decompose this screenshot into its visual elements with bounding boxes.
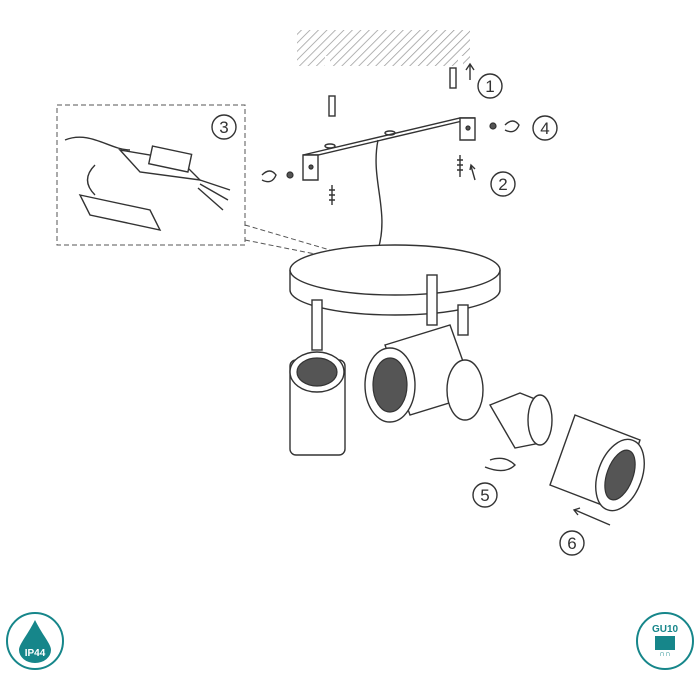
ip44-badge: IP44 [6, 612, 64, 670]
canopy-plate [289, 244, 501, 316]
step-callouts: 1 2 3 4 5 6 [211, 73, 585, 556]
wiring-detail [56, 104, 331, 256]
pins-icon: ∩∩ [659, 649, 671, 658]
rotate-arrow [484, 457, 516, 472]
bulb-base-icon [655, 636, 675, 650]
cable [375, 139, 383, 251]
step-2-label: 2 [498, 175, 507, 194]
gu10-label: GU10 [651, 624, 679, 635]
water-drop-icon: IP44 [19, 620, 51, 663]
screws [261, 62, 520, 205]
mounting-bracket [302, 117, 476, 181]
step-6-label: 6 [567, 534, 576, 553]
ip44-label: IP44 [25, 648, 46, 659]
step-3-label: 3 [219, 118, 228, 137]
ceiling [297, 30, 470, 66]
step-1-label: 1 [485, 77, 494, 96]
step-4-label: 4 [540, 119, 549, 138]
step-5-label: 5 [480, 486, 489, 505]
gu10-badge: GU10 ∩∩ [636, 612, 694, 670]
spotlights [289, 274, 645, 512]
insert-arrow [572, 507, 611, 526]
